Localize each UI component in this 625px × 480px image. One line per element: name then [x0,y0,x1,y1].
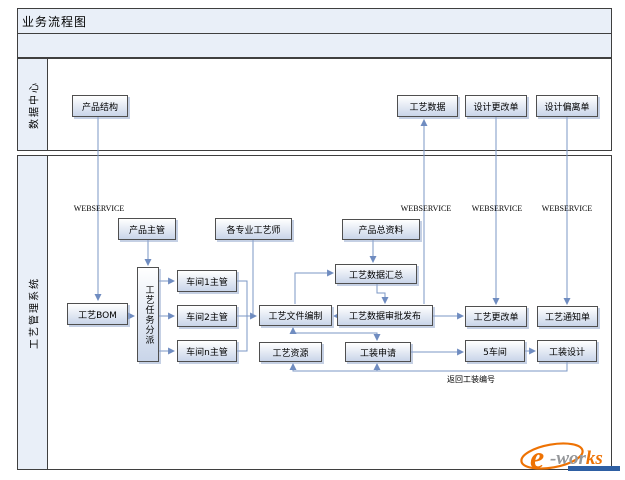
lane-data-center: 数据中心 [17,58,612,151]
flow-node-process-file-compilation: 工艺文件编制 [259,305,332,326]
flow-node-process-task-dispatch: 工艺任务分派 [137,267,159,362]
conn-return-to-resource [289,362,568,372]
webservice-label-4: WEBSERVICE [541,204,593,213]
e-works-logo: e -works [520,439,620,475]
flow-node-process-resource: 工艺资源 [259,342,322,362]
diagram-header: 业务流程图 [17,8,612,58]
flow-node-approval-release: 工艺数据审批发布 [337,305,433,326]
flow-node-process-bom: 工艺BOM [67,303,128,325]
webservice-label-3: WEBSERVICE [471,204,523,213]
flow-node-workshop-5: 5车间 [465,340,525,362]
flow-node-process-notice-order: 工艺通知单 [537,306,598,327]
flow-node-design-deviation-order: 设计偏离单 [536,95,598,117]
flow-node-product-master-data: 产品总资料 [342,219,420,240]
flow-node-product-manager: 产品主管 [118,218,176,240]
flow-node-product-structure: 产品结构 [72,95,128,117]
flow-node-process-change-order: 工艺更改单 [465,306,527,327]
conn-workshop1-collector [237,280,248,316]
flow-node-specialist-engineers: 各专业工艺师 [215,218,292,240]
conn-workshopn-collector [237,316,248,352]
logo-e: e [530,439,544,475]
lane-label-process-mgmt: 工艺管理系统 [18,156,48,469]
webservice-label-1: WEBSERVICE [73,204,125,213]
flow-node-process-data-summary: 工艺数据汇总 [335,264,417,284]
flow-node-design-change-order: 设计更改单 [465,95,527,117]
logo-blue-bar [568,466,620,471]
svg-text:-works: -works [550,448,603,469]
flow-node-tooling-request: 工装申请 [345,342,411,362]
flow-node-tooling-design: 工装设计 [537,340,597,362]
logo-wor: -wor [550,448,587,469]
header-empty-row [18,34,611,57]
webservice-label-2: WEBSERVICE [400,204,452,213]
logo-swoosh-icon [520,442,584,470]
return-tooling-number-label: 返回工装编号 [447,375,495,384]
conn-summary-to-approval [376,284,389,305]
flow-node-process-data: 工艺数据 [397,95,458,117]
diagram-title: 业务流程图 [18,9,611,34]
flow-node-workshop2-manager: 车间2主管 [177,305,237,327]
conn-tooling-request-to-compilation [289,326,378,338]
flow-node-workshop1-manager: 车间1主管 [177,270,237,292]
lane-label-data-center: 数据中心 [18,59,48,150]
logo-ks: ks [586,448,603,469]
conn-compilation-to-summary [294,269,335,304]
flow-node-workshopn-manager: 车间n主管 [177,340,237,362]
